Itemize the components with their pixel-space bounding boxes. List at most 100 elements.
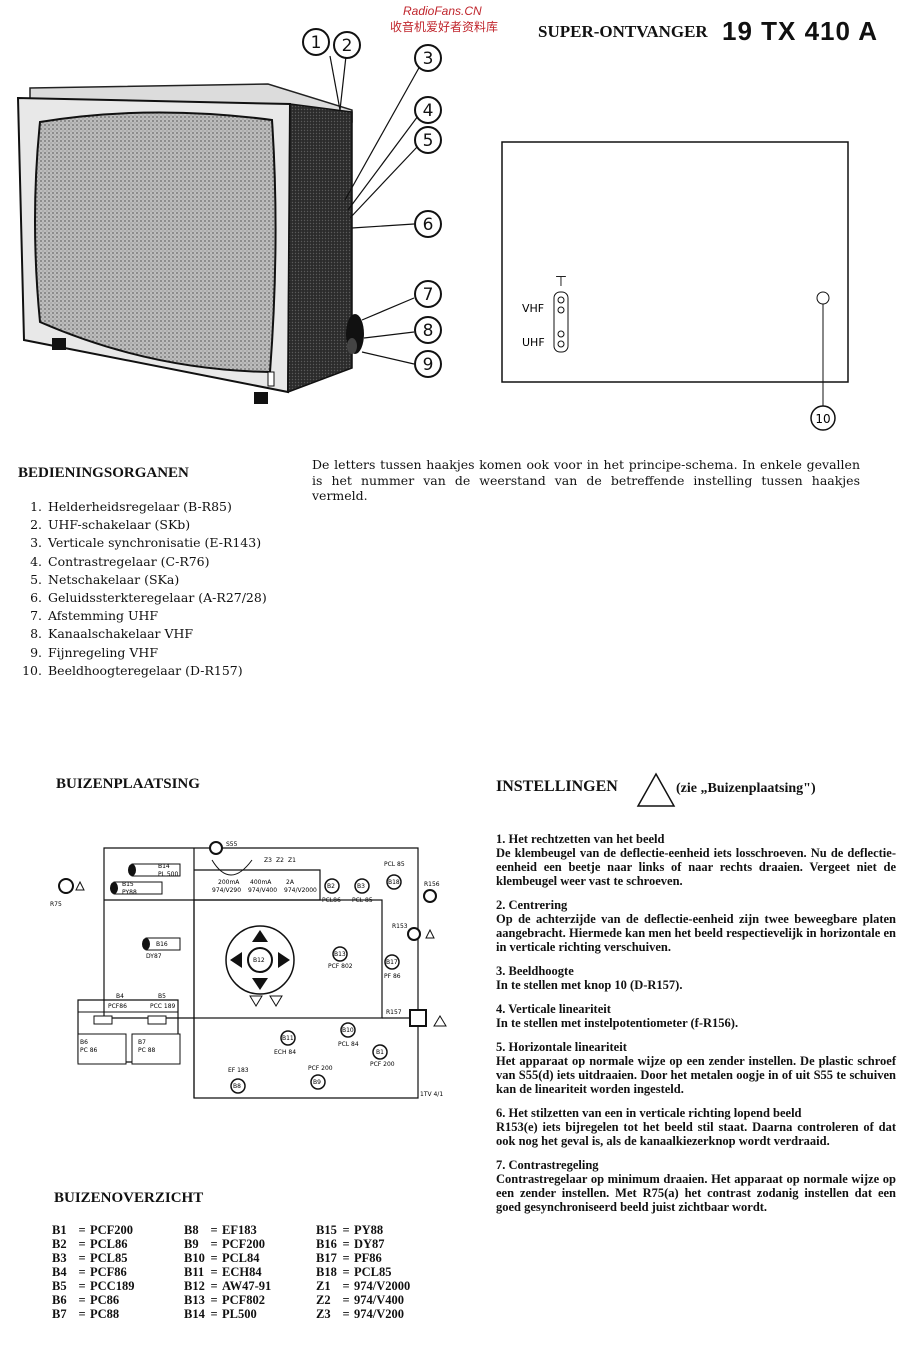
diagram-label: B3 (357, 883, 365, 890)
diagram-label: PC 88 (138, 1047, 156, 1054)
tv-callout: 9 (423, 355, 434, 375)
diagram-label: B2 (327, 883, 335, 890)
diagram-label: PCL 85 (384, 861, 405, 868)
watermark-site: RadioFans.CN (403, 4, 482, 18)
watermark-tagline: 收音机爱好者资料库 (390, 20, 499, 34)
table-row: B9=PCF200 (184, 1237, 266, 1251)
list-item: 9.Fijnregeling VHF (30, 644, 158, 660)
diagram-label: 974/V400 (248, 887, 277, 894)
diagram-label: PCF 200 (370, 1061, 395, 1068)
list-item: 4.Contrastregelaar (C-R76) (30, 553, 210, 569)
diagram-label: ECH 84 (274, 1049, 296, 1056)
diagram-label: S55 (226, 841, 238, 848)
diagram-label: 1TV 4/1 (420, 1091, 443, 1098)
diagram-label: B9 (313, 1079, 321, 1086)
table-row: B5=PCC189 (52, 1279, 135, 1293)
tv-callout: 2 (342, 36, 353, 56)
note-text: De letters tussen haakjes komen ook voor… (312, 457, 860, 503)
settings-heading: INSTELLINGEN (496, 778, 618, 795)
diagram-label: R156 (424, 881, 440, 888)
diagram-label: B17 (386, 959, 398, 966)
tv-callout: 4 (423, 101, 434, 121)
table-row: B15=PY88 (316, 1223, 384, 1237)
diagram-label: B10 (342, 1027, 354, 1034)
triangle-icon (636, 772, 676, 807)
table-row: Z3=974/V200 (316, 1307, 404, 1321)
diagram-label: 974/V290 (212, 887, 241, 894)
diagram-label: 200mA (218, 879, 240, 886)
table-row: B16=DY87 (316, 1237, 385, 1251)
diagram-label: PCF86 (108, 1003, 127, 1010)
table-row: B11=ECH84 (184, 1265, 262, 1279)
list-item: 8.Kanaalschakelaar VHF (30, 626, 194, 642)
diagram-label: Z2 (276, 857, 284, 864)
tv-callout: 3 (423, 49, 434, 69)
table-row: B7=PC88 (52, 1307, 120, 1321)
diagram-label: DY87 (146, 953, 162, 960)
list-item: 6. Het stilzetten van een in verticale r… (496, 1106, 896, 1148)
table-row: B12=AW47-91 (184, 1279, 272, 1293)
vhf-label: VHF (522, 302, 544, 315)
diagram-label: B16 (156, 941, 168, 948)
diagram-label: R75 (50, 901, 62, 908)
list-item: 10.Beeldhoogteregelaar (D-R157) (22, 662, 243, 678)
diagram-label: PF 86 (384, 973, 401, 980)
diagram-label: PY88 (122, 889, 137, 896)
table-row: B10=PCL84 (184, 1251, 260, 1265)
diagram-label: B4 (116, 993, 124, 1000)
diagram-label: 974/V2000 (284, 887, 317, 894)
diagram-label: Z3 (264, 857, 272, 864)
table-row: B3=PCL85 (52, 1251, 128, 1265)
back-panel-diagram: ⊤ VHF UHF 10 (501, 141, 849, 431)
tv-callout: 8 (423, 321, 434, 341)
diagram-label: 2A (286, 879, 295, 886)
diagram-label: B5 (158, 993, 166, 1000)
diagram-label: PCL86 (322, 897, 341, 904)
list-item: 3.Verticale synchronisatie (E-R143) (30, 535, 262, 551)
table-row: B4=PCF86 (52, 1265, 127, 1279)
uhf-label: UHF (522, 336, 545, 349)
diagram-label: B11 (282, 1035, 294, 1042)
diagram-label: R153 (392, 923, 408, 930)
knob-10-callout: 10 (815, 412, 830, 426)
tube-layout-heading: BUIZENPLAATSING (56, 776, 200, 792)
diagram-label: R157 (386, 1009, 402, 1016)
diagram-label: PCF 200 (308, 1065, 333, 1072)
tube-layout-diagram: B14 PL 500 B15 PY88 B16 DY87 R75 S55 Z3 … (50, 841, 447, 1099)
list-item: 2.UHF-schakelaar (SKb) (30, 517, 191, 533)
diagram-label: B15 (122, 881, 134, 888)
diagram-label: B6 (80, 1039, 88, 1046)
list-item: 1.Helderheidsregelaar (B-R85) (30, 499, 232, 514)
tv-illustration: 1 2 3 4 5 6 7 8 9 (16, 28, 442, 404)
tube-overview-heading: BUIZENOVERZICHT (54, 1190, 204, 1206)
diagram-label: B12 (253, 957, 265, 964)
controls-heading: BEDIENINGSORGANEN (18, 465, 189, 481)
table-row: Z1=974/V2000 (316, 1279, 411, 1293)
model-number: 19 TX 410 A (722, 16, 879, 46)
tv-callout: 5 (423, 131, 434, 151)
list-item: 7.Afstemming UHF (30, 608, 159, 624)
list-item: 5.Netschakelaar (SKa) (30, 571, 180, 587)
diagram-label: B14 (158, 863, 170, 870)
diagram-label: PCL 85 (352, 897, 373, 904)
diagram-label: Z1 (288, 857, 296, 864)
diagram-label: B8 (233, 1083, 241, 1090)
antenna-symbol: ⊤ (555, 274, 567, 290)
tv-callout: 7 (423, 285, 434, 305)
table-row: B13=PCF802 (184, 1293, 266, 1307)
table-row: B14=PL500 (184, 1307, 257, 1321)
table-row: B6=PC86 (52, 1293, 120, 1307)
tv-callout: 1 (311, 33, 322, 53)
table-row: B18=PCL85 (316, 1265, 392, 1279)
diagram-label: B13 (334, 951, 346, 958)
tv-callout: 6 (423, 215, 434, 235)
table-row: B2=PCL86 (52, 1237, 128, 1251)
diagram-label: 400mA (250, 879, 272, 886)
table-row: B1=PCF200 (52, 1223, 134, 1237)
diagram-label: PCF 802 (328, 963, 353, 970)
diagram-label: PC 86 (80, 1047, 98, 1054)
